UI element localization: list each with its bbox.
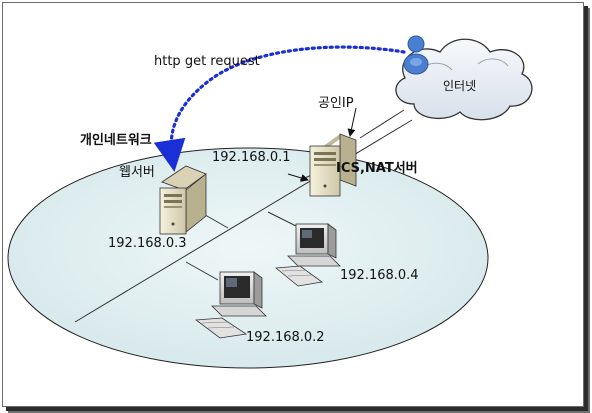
- ip-web-label: 192.168.0.3: [108, 236, 187, 251]
- server-icon: [159, 165, 207, 235]
- web-server-label: 웹서버: [119, 165, 155, 180]
- cloud-icon: [395, 38, 533, 121]
- server-icon: [309, 133, 357, 197]
- http-request-arrow: [153, 45, 406, 172]
- public-ip-pointer-arrow: [347, 107, 357, 137]
- internet-label: 인터넷: [443, 79, 477, 93]
- public-ip-label: 공인IP: [318, 96, 354, 111]
- private-network-label: 개인네트워크: [80, 133, 152, 148]
- desktop-pc-icon: [274, 223, 341, 287]
- internet-uplink: [359, 109, 405, 139]
- ics-nat-server-label: ICS,NAT서버: [336, 161, 418, 176]
- lan-cable-pc2: [185, 261, 219, 281]
- ip-pc4-label: 192.168.0.4: [340, 268, 419, 283]
- lan-cable-pc4: [267, 211, 297, 227]
- user-icon: [403, 35, 429, 75]
- ip-server-label: 192.168.0.1: [212, 150, 291, 165]
- private-network-area: [7, 147, 489, 369]
- desktop-pc-icon: [194, 271, 267, 339]
- ip-pointer-arrow: [287, 173, 309, 182]
- http-request-label: http get request: [154, 54, 260, 69]
- ip-pc2-label: 192.168.0.2: [246, 330, 325, 345]
